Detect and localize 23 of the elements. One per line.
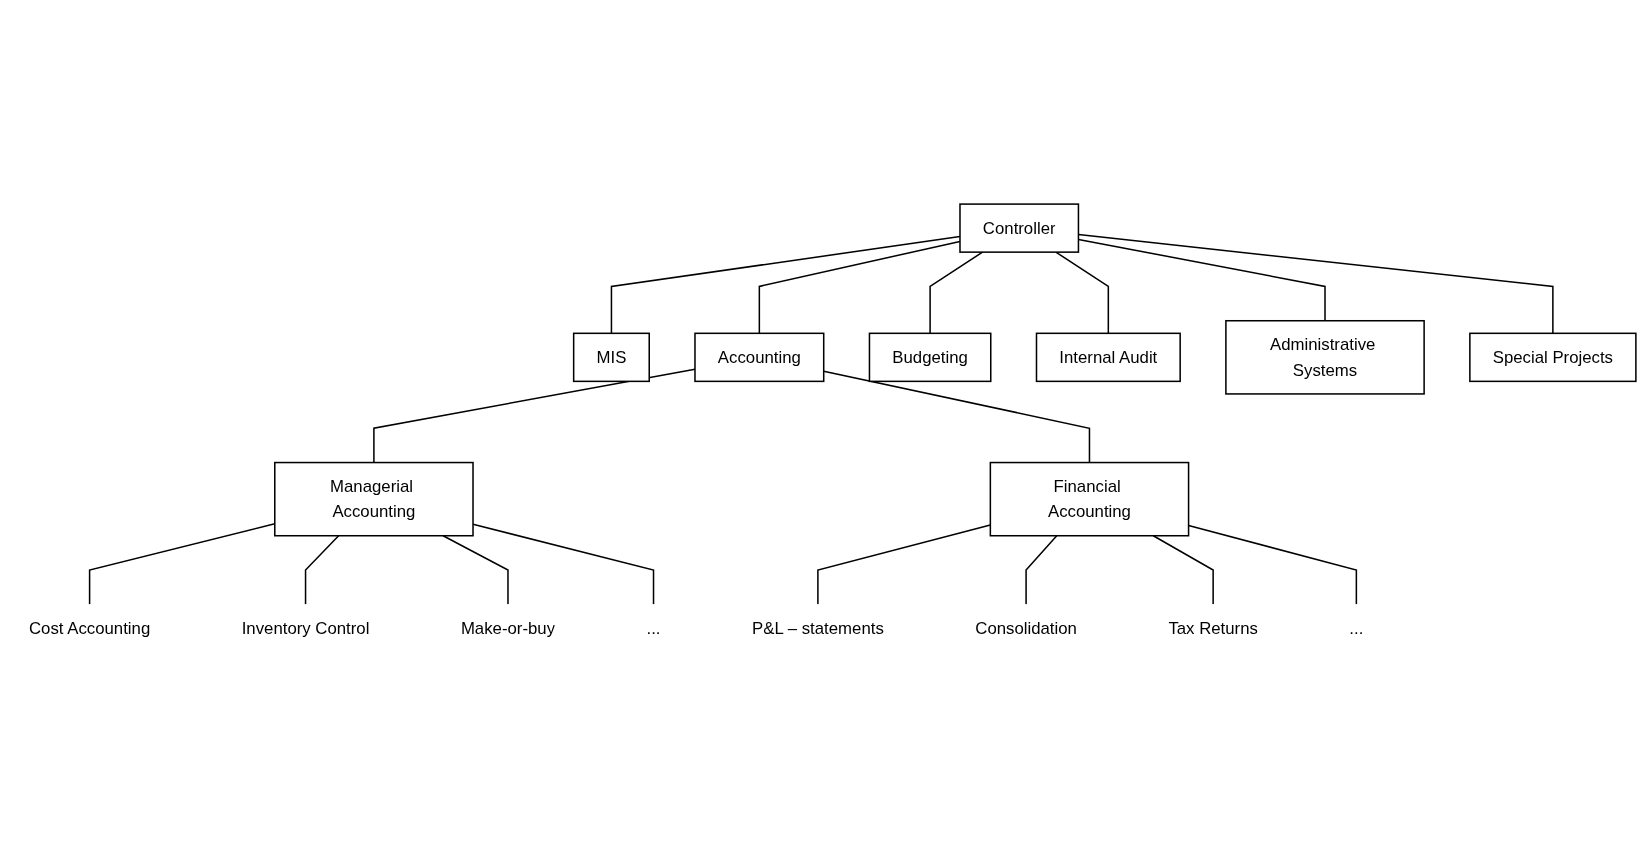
node-box: Budgeting bbox=[868, 332, 992, 382]
node-text: ... bbox=[1349, 618, 1364, 638]
node-box: Internal Audit bbox=[1035, 332, 1181, 382]
connector bbox=[1055, 251, 1110, 334]
node-text: Cost Accounting bbox=[29, 618, 151, 638]
node-box: Managerial Accounting bbox=[274, 461, 474, 537]
connector bbox=[1152, 534, 1214, 605]
node-box: Accounting bbox=[694, 332, 825, 382]
connector bbox=[442, 534, 509, 605]
node-box: MIS bbox=[572, 332, 650, 382]
node-box: Administrative Systems bbox=[1225, 319, 1425, 395]
node-text: P&L – statements bbox=[752, 618, 884, 638]
connector bbox=[1025, 534, 1058, 605]
node-text: ... bbox=[646, 618, 661, 638]
connector bbox=[929, 251, 984, 334]
node-box: Controller bbox=[959, 203, 1080, 253]
node-box: Special Projects bbox=[1469, 332, 1637, 382]
node-box: Financial Accounting bbox=[989, 461, 1190, 537]
connector bbox=[304, 534, 340, 605]
node-text: Consolidation bbox=[975, 618, 1077, 638]
node-text: Make-or-buy bbox=[460, 618, 556, 638]
node-text: Tax Returns bbox=[1168, 618, 1258, 638]
node-text: Inventory Control bbox=[241, 618, 370, 638]
